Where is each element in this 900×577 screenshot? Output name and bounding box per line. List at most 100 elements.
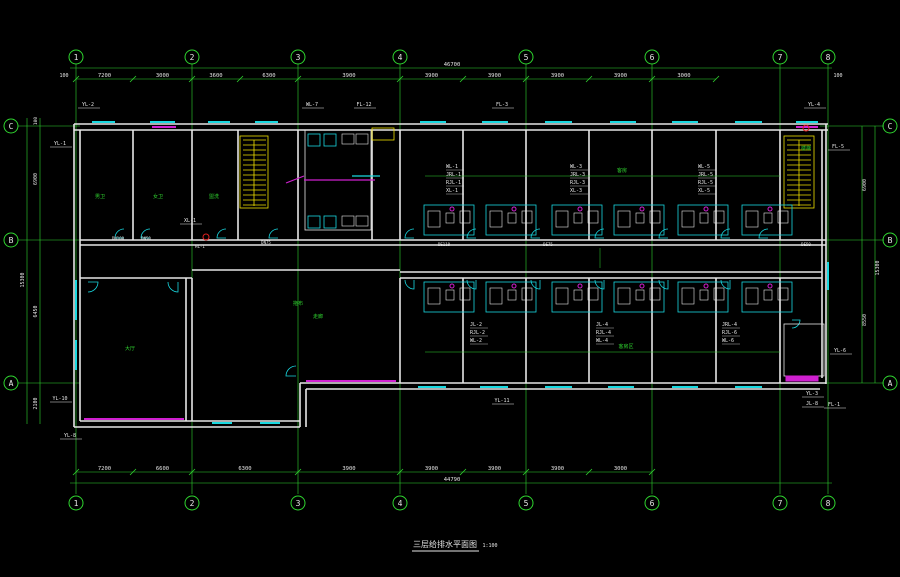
door-swing [268, 228, 279, 239]
riser-pipe [449, 283, 455, 289]
grid-label-top: 3 [296, 53, 301, 62]
riser-tag: WL-1 [446, 164, 458, 170]
dim-tick [396, 468, 404, 476]
grid-label-right: C [888, 122, 893, 131]
riser-pipe [639, 206, 645, 212]
pipe-size: HL-1 [195, 244, 205, 249]
riser-tag: RJL-1 [446, 180, 461, 186]
room-label: 楼梯 [801, 145, 811, 152]
dim-text: 3900 [342, 466, 355, 472]
pipe-tag: YL-8 [64, 433, 76, 439]
riser-tag: RJL-5 [698, 180, 713, 186]
dim-tick [294, 75, 302, 83]
grid-label-bottom: 3 [296, 499, 301, 508]
bathroom [551, 204, 603, 236]
dim-tick [648, 468, 656, 476]
stair-left [239, 135, 269, 209]
dim-tick [72, 468, 80, 476]
riser-pipe [639, 283, 645, 289]
shower [555, 287, 569, 305]
sink [587, 287, 599, 301]
pipe-tag: FL-12 [356, 102, 371, 108]
urinal [323, 133, 337, 147]
riser-pipe [767, 283, 773, 289]
dim-tick [585, 75, 593, 83]
door-swing [594, 228, 605, 239]
bathroom [741, 204, 793, 236]
pipe-tag: JL-8 [806, 401, 818, 407]
door-swing [720, 228, 731, 239]
shower [745, 287, 759, 305]
dim-tick [188, 468, 196, 476]
riser-tag: RJL-2 [470, 330, 485, 336]
dim-text: 2100 [33, 397, 39, 409]
dim-text: 6900 [33, 173, 39, 185]
grid-label-left: B [9, 236, 14, 245]
sink [521, 287, 533, 301]
riser-tag: RJL-3 [570, 180, 585, 186]
grid-bubble [820, 495, 836, 511]
grid-label-left: A [9, 379, 14, 388]
dim-tick [712, 75, 720, 83]
door-swing [140, 228, 151, 239]
grid-bubble [392, 49, 408, 65]
shower [555, 210, 569, 228]
pipe-tag: YL-3 [806, 391, 818, 397]
riser-tag: XL-1 [446, 188, 458, 194]
room-label: 盥洗 [209, 193, 219, 200]
dim-text: 6600 [156, 466, 169, 472]
dim-tick [522, 468, 530, 476]
grid-label-bottom: 1 [74, 499, 79, 508]
door-swing [530, 228, 541, 239]
grid-bubble [184, 49, 200, 65]
grid-bubble [392, 495, 408, 511]
drawing-scale: 1:100 [482, 543, 497, 549]
grid-label-bottom: 8 [826, 499, 831, 508]
grid-bubble [3, 375, 19, 391]
riser-pipe [703, 283, 709, 289]
riser-tag: JL-4 [596, 322, 608, 328]
toilet [507, 289, 517, 301]
grid-label-left: C [9, 122, 14, 131]
sink [713, 287, 725, 301]
bathroom [613, 281, 665, 313]
grid-bubble [882, 375, 898, 391]
dim-tick [294, 468, 302, 476]
sink [521, 210, 533, 224]
riser-tag: WL-5 [698, 164, 710, 170]
dim-text: 3600 [209, 73, 222, 79]
grid-label-top: 5 [524, 53, 529, 62]
grid-bubble [290, 495, 306, 511]
dim-text: 6300 [238, 466, 251, 472]
room-label: 客房 [617, 167, 627, 174]
grid-bubble [290, 49, 306, 65]
dim-tick [72, 75, 80, 83]
door-swing [530, 279, 541, 290]
riser-pipe [577, 206, 583, 212]
grid-label-bottom: 6 [650, 499, 655, 508]
door-swing [658, 279, 669, 290]
walls [73, 123, 828, 428]
toilet [763, 289, 773, 301]
dim-tick [129, 468, 137, 476]
basin [341, 215, 355, 227]
drain-pipe [285, 175, 305, 184]
bathroom [551, 281, 603, 313]
door-swing [758, 228, 769, 239]
riser-tag: JL-2 [470, 322, 482, 328]
riser-tag: JRL-1 [446, 172, 461, 178]
dim-tick [585, 468, 593, 476]
shower [617, 210, 631, 228]
dim-text: 6900 [862, 179, 868, 191]
pipe-size: DN100 [112, 236, 125, 241]
grid-bubble [68, 49, 84, 65]
shower [427, 287, 441, 305]
pipe-tag: YL-4 [808, 102, 820, 108]
urinal [323, 215, 337, 229]
toilet [573, 289, 583, 301]
toilet [445, 212, 455, 224]
dim-text: 7200 [98, 466, 111, 472]
grid-bubble [882, 118, 898, 134]
toilet [635, 289, 645, 301]
